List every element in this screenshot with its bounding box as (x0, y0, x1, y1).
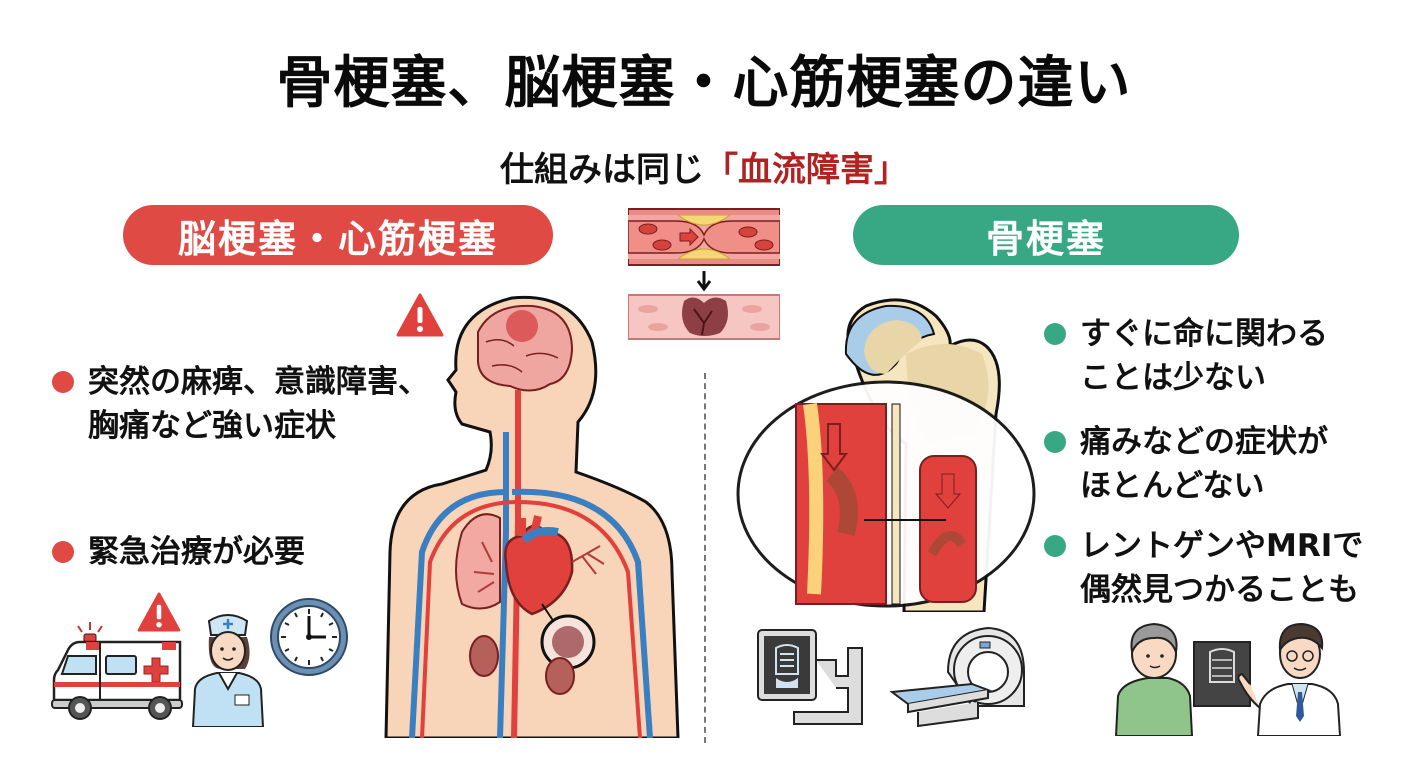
warning-icon (396, 293, 444, 337)
subtitle-prefix: 仕組みは同じ (500, 150, 704, 190)
bullet-dot-icon (1044, 323, 1066, 345)
doctor-patient-illustration (1114, 622, 1342, 736)
clock-icon (270, 598, 348, 676)
bullet-line: ほとんどない (1080, 468, 1265, 504)
bullet-line: 突然の麻痺、意識障害、 (88, 364, 429, 400)
right-bullet-list: すぐに命に関わる ことは少ない 痛みなどの症状が ほとんどない レントゲンやMR… (1044, 312, 1363, 612)
right-bullet-life: すぐに命に関わる ことは少ない (1044, 312, 1363, 400)
section-divider (704, 373, 706, 743)
femur-infarct-illustration (736, 298, 1036, 612)
artery-blockage-illustration (628, 208, 780, 340)
bullet-dot-icon (52, 371, 74, 393)
subtitle: 仕組みは同じ「血流障害」 (0, 142, 1408, 191)
bullet-dot-icon (1044, 535, 1066, 557)
bullet-line: レントゲンやMRIで (1080, 528, 1364, 564)
ambulance-icon (51, 622, 183, 720)
right-bullet-incidental: レントゲンやMRIで 偶然見つかることも (1044, 524, 1363, 612)
bullet-dot-icon (52, 541, 74, 563)
page-title: 骨梗塞、脳梗塞・心筋梗塞の違い (276, 51, 1132, 116)
bullet-line: ことは少ない (1080, 360, 1266, 396)
right-bullet-symptoms: 痛みなどの症状が ほとんどない (1044, 420, 1363, 508)
left-bullet-symptoms: 突然の麻痺、意識障害、 胸痛など強い症状 (52, 360, 429, 448)
xray-machine-icon (757, 629, 863, 725)
bullet-line: 痛みなどの症状が (1080, 424, 1328, 460)
bullet-line: 偶然見つかることも (1080, 572, 1359, 608)
bullet-dot-icon (1044, 431, 1066, 453)
doctor-figure (1237, 622, 1342, 736)
human-circulation-illustration (384, 295, 680, 738)
warning-icon (137, 592, 181, 632)
left-bullet-list: 突然の麻痺、意識障害、 胸痛など強い症状 (52, 360, 429, 448)
patient-figure (1114, 622, 1194, 736)
nurse-icon (191, 614, 265, 727)
subtitle-highlight: 「血流障害」 (704, 150, 908, 190)
right-category-label: 骨梗塞 (853, 205, 1239, 265)
left-bullet-emergency: 緊急治療が必要 (52, 530, 305, 574)
bullet-line: 緊急治療が必要 (88, 534, 305, 570)
left-category-label: 脳梗塞・心筋梗塞 (123, 205, 553, 265)
bullet-line: 胸痛など強い症状 (88, 408, 336, 444)
mri-scanner-icon (889, 626, 1025, 728)
left-bullet-list-2: 緊急治療が必要 (52, 530, 305, 574)
bullet-line: すぐに命に関わる (1080, 316, 1328, 352)
